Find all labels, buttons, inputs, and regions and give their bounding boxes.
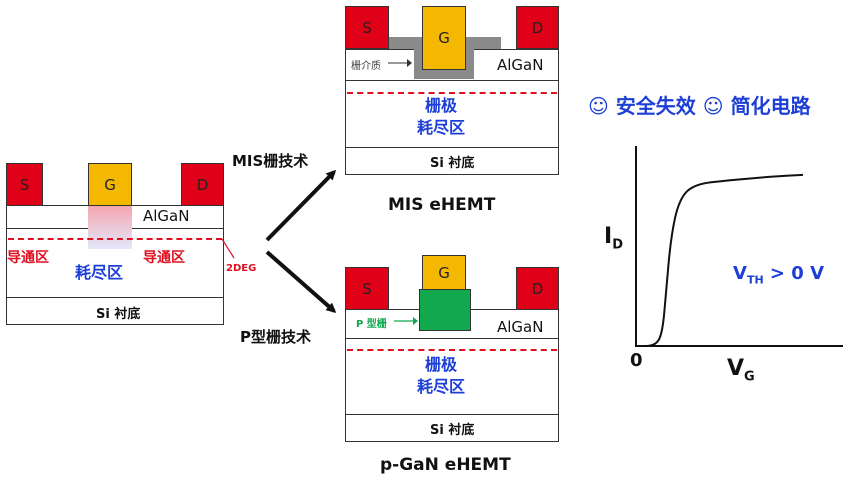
- pgan-source-contact: S: [345, 267, 389, 310]
- pgan-2deg-line: [347, 349, 557, 351]
- mis-depletion-line1: 栅极: [425, 96, 458, 115]
- iv-chart: [635, 146, 843, 347]
- iv-threshold-label: VTH > 0 V: [733, 263, 824, 287]
- left-2deg-label: 2DEG: [226, 263, 257, 274]
- iv-y-label-sub: D: [612, 237, 623, 253]
- pgan-substrate: [345, 414, 559, 442]
- pgan-algan-label: AlGaN: [497, 318, 544, 336]
- pgan-drain-contact: D: [516, 267, 559, 310]
- iv-threshold-main: V: [733, 263, 747, 284]
- pgan-caption: p-GaN eHEMT: [380, 455, 511, 475]
- mis-gate-contact: G: [422, 6, 466, 70]
- mis-depletion-line2: 耗尽区: [417, 118, 466, 137]
- mis-source-contact: S: [345, 6, 389, 49]
- mis-technique-label: MIS栅技术: [232, 152, 309, 170]
- left-gate-depletion-gradient: [88, 205, 132, 249]
- arrow-to-pgan: [265, 250, 337, 313]
- iv-threshold-rest: > 0 V: [763, 263, 824, 284]
- left-drain-contact: D: [181, 163, 224, 206]
- pgan-p-gate-layer: [419, 289, 471, 331]
- mis-substrate: [345, 147, 559, 175]
- mis-algan-label: AlGaN: [497, 56, 544, 74]
- pgan-substrate-label: Si 衬底: [430, 423, 475, 438]
- iv-y-label: ID: [604, 224, 623, 252]
- iv-x-label-sub: G: [744, 369, 755, 385]
- left-gate-contact: G: [88, 163, 132, 206]
- pgate-technique-label: P型栅技术: [240, 328, 311, 346]
- arrow-to-mis: [265, 169, 337, 242]
- mis-caption: MIS eHEMT: [388, 195, 496, 215]
- pgan-p-gate-pointer: [394, 317, 418, 325]
- left-substrate: [6, 297, 224, 325]
- iv-y-label-main: I: [604, 224, 613, 249]
- iv-x-label: VG: [727, 356, 755, 384]
- iv-threshold-sub: TH: [746, 273, 764, 287]
- mis-drain-contact: D: [516, 6, 559, 49]
- left-channel-left-label: 导通区: [7, 250, 49, 266]
- mis-substrate-label: Si 衬底: [430, 156, 475, 171]
- pgan-depletion-line1: 栅极: [425, 355, 458, 374]
- pgan-gate-contact: G: [422, 255, 466, 290]
- left-2deg-pointer: [221, 238, 235, 259]
- left-2deg-line: [8, 238, 222, 240]
- left-channel-right-label: 导通区: [143, 250, 185, 266]
- pgan-depletion-line2: 耗尽区: [417, 377, 466, 396]
- pgan-p-gate-label: P 型栅: [356, 319, 387, 330]
- iv-x-label-main: V: [727, 356, 745, 381]
- left-algan-label: AlGaN: [143, 207, 190, 225]
- mis-gan-layer: [345, 80, 559, 148]
- left-depletion-label: 耗尽区: [75, 263, 124, 282]
- mis-2deg-line: [347, 92, 557, 94]
- benefits-banner: ☺ 安全失效 ☺ 简化电路: [588, 94, 811, 118]
- left-source-contact: S: [6, 163, 43, 206]
- mis-dielectric-label: 栅介质: [351, 61, 381, 72]
- left-substrate-label: Si 衬底: [96, 307, 141, 322]
- mis-dielectric-pointer: [388, 59, 412, 67]
- iv-curve: [636, 173, 804, 347]
- iv-origin-label: 0: [630, 350, 643, 371]
